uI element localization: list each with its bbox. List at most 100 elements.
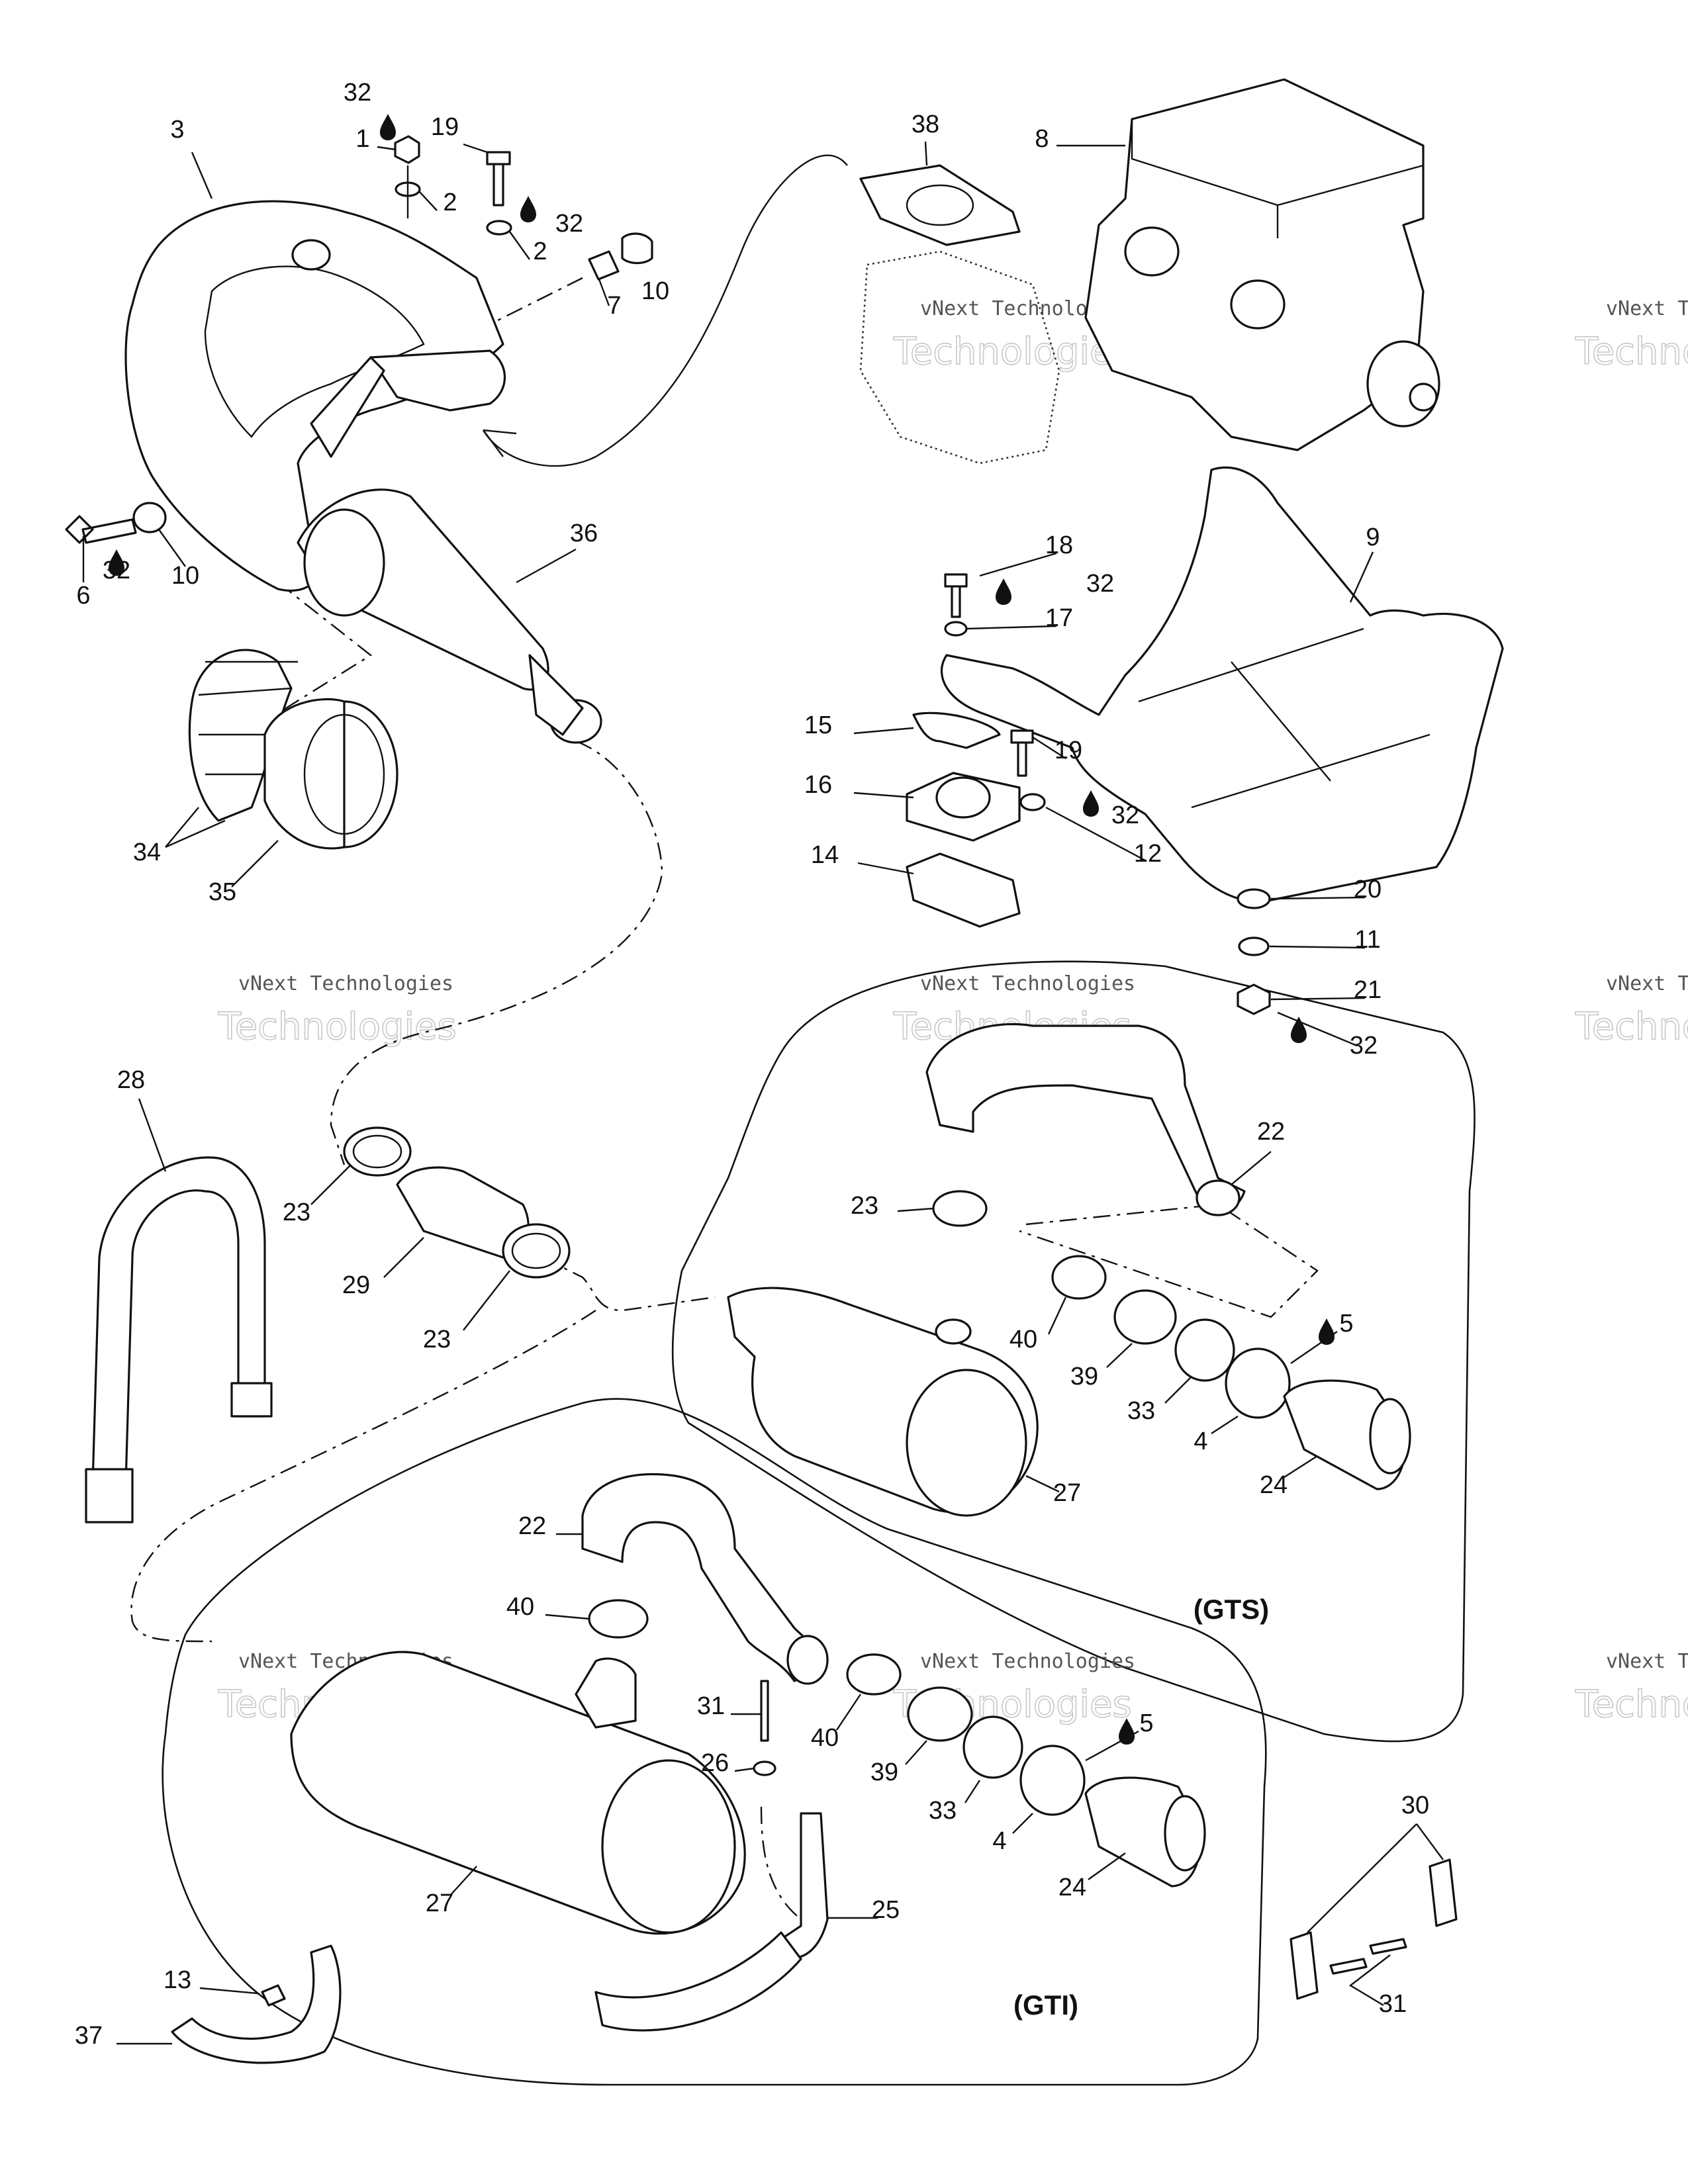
callout-number: 12: [1134, 840, 1162, 868]
callout-number: 10: [171, 562, 199, 590]
arrowhead: [483, 429, 517, 457]
screw-13: [261, 1984, 286, 2007]
model-label: (GTI): [1013, 1989, 1078, 2021]
callout-number: 4: [992, 1827, 1006, 1855]
bracket-30: [1289, 1931, 1319, 2000]
gasket-4-gts: [1225, 1347, 1291, 1419]
callout-number: 21: [1354, 976, 1382, 1004]
callout-number: 23: [283, 1199, 310, 1226]
clamp-23-inner: [511, 1232, 561, 1269]
washer-12: [1019, 793, 1046, 811]
callout-number: 14: [811, 841, 839, 869]
washer-2: [486, 220, 512, 236]
bracket-30: [1429, 1858, 1458, 1927]
callout-number: 5: [1139, 1709, 1153, 1737]
callout-number: 2: [533, 238, 547, 265]
lock-washer-11: [1238, 936, 1270, 956]
callout-number: 16: [804, 771, 832, 799]
gasket-33-gti: [962, 1715, 1023, 1779]
muffler-27-gts-end: [906, 1369, 1027, 1517]
grommet-10: [132, 502, 167, 533]
watermark-outline: Technologies: [1575, 1005, 1688, 1048]
watermark-text: vNext Technologies: [1606, 1650, 1688, 1673]
connection-arrow-line: [482, 154, 848, 467]
exhaust-route-line: [130, 1256, 716, 1643]
bolt-19-b: [1010, 729, 1034, 777]
shim-14: [906, 852, 1021, 928]
callout-number: 38: [912, 111, 939, 138]
watermark-text: vNext Technologies: [1606, 972, 1688, 995]
lubricant-drop-icon: [1083, 790, 1099, 817]
callout-number: 2: [443, 189, 457, 216]
callout-number: 25: [872, 1896, 900, 1924]
callout-number: 5: [1339, 1310, 1353, 1338]
hose-22-gts: [925, 1023, 1246, 1215]
callout-number: 32: [1350, 1032, 1378, 1060]
watermark-text: vNext Technologies: [920, 972, 1135, 995]
nut-21: [1237, 983, 1271, 1015]
lubricant-drop-icon: [1119, 1718, 1135, 1745]
strap-gti: [594, 1931, 802, 2032]
watermark-outline: Technologies: [893, 330, 1132, 373]
clamp-40-gti-b: [846, 1653, 902, 1696]
callout-number: 9: [1366, 523, 1380, 551]
callout-number: 35: [209, 878, 236, 906]
tuned-pipe-brace: [310, 356, 385, 458]
callout-number: 32: [103, 557, 130, 584]
callout-number: 18: [1045, 531, 1073, 559]
lubricant-drop-icon: [380, 114, 396, 140]
tuned-pipe-port: [291, 239, 331, 271]
washer-20: [1237, 888, 1271, 909]
callout-number: 26: [701, 1749, 729, 1777]
callout-number: 36: [570, 520, 598, 547]
engine-exhaust-port: [1124, 226, 1180, 277]
gasket-33-gts: [1174, 1318, 1235, 1382]
callout-number: 24: [1260, 1471, 1288, 1499]
callout-number: 37: [75, 2022, 103, 2050]
callout-number: 28: [117, 1066, 145, 1094]
callout-number: 33: [929, 1797, 957, 1825]
callout-number: 23: [851, 1192, 878, 1220]
callout-number: 34: [133, 839, 161, 866]
lubricant-drop-icon: [109, 549, 124, 576]
callout-number: 40: [1009, 1326, 1037, 1353]
callout-number: 32: [344, 79, 371, 107]
callout-number: 27: [1053, 1479, 1081, 1507]
exhaust-route-line: [264, 582, 663, 1165]
sleeve-7: [588, 250, 620, 281]
hose-22-gts-end: [1196, 1179, 1241, 1216]
outlet-24-gti-flange: [1164, 1795, 1206, 1872]
gasket-38: [859, 164, 1021, 246]
grommet-10: [621, 232, 653, 265]
clamp-23-inner: [352, 1134, 402, 1169]
muffler-27-gti-end: [601, 1759, 736, 1934]
cone-neck: [528, 654, 584, 736]
callout-number: 19: [431, 113, 459, 141]
callout-number: 30: [1401, 1792, 1429, 1819]
bolt-18: [944, 573, 968, 618]
engine-exhaust-port: [1230, 279, 1286, 330]
callout-number: 22: [518, 1512, 546, 1540]
nut-39-gti: [907, 1686, 973, 1742]
callout-number: 6: [76, 582, 90, 610]
watermark-text: vNext Technologies: [1606, 297, 1688, 320]
rubber-mount-16-top: [935, 776, 991, 819]
lubricant-drop-icon: [1291, 1017, 1307, 1043]
nut-1: [394, 135, 420, 164]
callout-number: 27: [426, 1889, 453, 1917]
callout-number: 31: [1379, 1990, 1407, 2018]
watermark-outline: Technologies: [1575, 1683, 1688, 1726]
callout-number: 1: [355, 125, 369, 153]
washer-26: [753, 1760, 776, 1776]
exhaust-route-line: [1019, 1203, 1319, 1318]
muffler-27-gti-inlet: [575, 1657, 637, 1729]
watermark-outline: Technologies: [218, 1005, 457, 1048]
callout-number: 33: [1127, 1397, 1155, 1425]
callout-number: 11: [1354, 926, 1380, 954]
engine-8: [1084, 78, 1425, 451]
lubricant-drop-icon: [996, 578, 1011, 605]
clamp-23-gts: [932, 1190, 988, 1227]
engine-8-head: [1131, 119, 1424, 238]
